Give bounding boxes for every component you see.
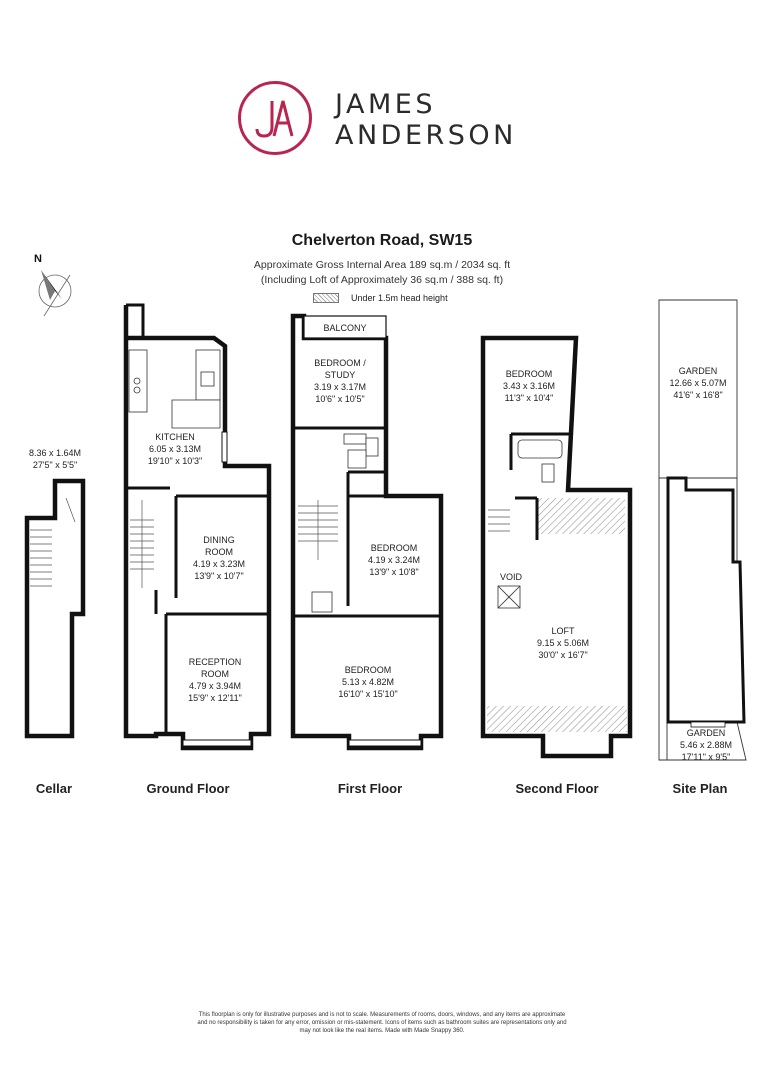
bedroom3-name: BEDROOM <box>345 665 392 675</box>
bedroom2-metric: 4.19 x 3.24M <box>368 555 420 565</box>
disclaimer: This floorplan is only for illustrative … <box>150 1011 614 1035</box>
study-name-1: BEDROOM / <box>314 358 366 368</box>
second-bedroom-metric: 3.43 x 3.16M <box>503 381 555 391</box>
loft-name: LOFT <box>551 626 575 636</box>
ground-floor-plan: KITCHEN 6.05 x 3.13M 19'10" x 10'3" DINI… <box>123 303 272 751</box>
floorplan-drawing: N 8.36 x 1.64M 27'5" x 5'5" <box>0 240 764 820</box>
logo-monogram <box>255 100 294 138</box>
reception-metric: 4.79 x 3.94M <box>189 681 241 691</box>
first-floor-plan: BALCONY BEDROOM / STUDY 3.19 x 3.17M 10'… <box>290 313 444 751</box>
brand-name-line2: ANDERSON <box>335 120 517 151</box>
loft-imperial: 30'0" x 16'7" <box>538 650 587 660</box>
disclaimer-line-3: may not look like the real items. Made w… <box>299 1028 465 1034</box>
dining-name-2: ROOM <box>205 547 233 557</box>
study-name-2: STUDY <box>325 370 356 380</box>
disclaimer-line-2: and no responsibility is taken for any e… <box>197 1020 567 1026</box>
kitchen-imperial: 19'10" x 10'3" <box>148 456 202 466</box>
bedroom3-imperial: 16'10" x 15'10" <box>338 689 397 699</box>
cellar-room-imperial: 27'5" x 5'5" <box>33 460 77 470</box>
garden-front-imperial: 17'11" x 9'5" <box>682 752 731 762</box>
garden-front-metric: 5.46 x 2.88M <box>680 740 732 750</box>
garden-front-name: GARDEN <box>687 728 726 738</box>
logo-circle <box>238 81 312 155</box>
second-floor-label: Second Floor <box>515 781 599 796</box>
cellar-room-metric: 8.36 x 1.64M <box>29 448 81 458</box>
disclaimer-line-1: This floorplan is only for illustrative … <box>198 1012 566 1018</box>
second-bedroom-imperial: 11'3" x 10'4" <box>505 393 554 403</box>
dining-metric: 4.19 x 3.23M <box>193 559 245 569</box>
reception-imperial: 15'9" x 12'11" <box>188 693 242 703</box>
site-plan: GARDEN 12.66 x 5.07M 41'6" x 16'8" GARDE… <box>658 299 747 762</box>
kitchen-name: KITCHEN <box>155 432 195 442</box>
hatch-swatch <box>313 293 339 303</box>
brand-logo: JAMES ANDERSON <box>238 78 513 168</box>
north-compass-icon: N <box>34 253 72 317</box>
dining-name-1: DINING <box>203 535 235 545</box>
cellar-plan: 8.36 x 1.64M 27'5" x 5'5" <box>24 448 86 739</box>
kitchen-metric: 6.05 x 3.13M <box>149 444 201 454</box>
study-imperial: 10'6" x 10'5" <box>315 394 364 404</box>
compass-n: N <box>34 253 42 265</box>
property-title: Chelverton Road, SW15 <box>291 232 473 249</box>
first-floor-label: First Floor <box>337 781 403 796</box>
second-bedroom-name: BEDROOM <box>506 369 553 379</box>
reception-name-2: ROOM <box>201 669 229 679</box>
site-plan-label: Site Plan <box>672 781 728 796</box>
bedroom2-name: BEDROOM <box>371 543 418 553</box>
void-label: VOID <box>500 572 523 582</box>
bedroom2-imperial: 13'9" x 10'8" <box>369 567 418 577</box>
gross-area: Approximate Gross Internal Area 189 sq.m… <box>253 259 511 271</box>
study-metric: 3.19 x 3.17M <box>314 382 366 392</box>
dining-imperial: 13'9" x 10'7" <box>194 571 243 581</box>
brand-name-line1: JAMES <box>335 89 436 120</box>
cellar-label: Cellar <box>35 781 73 796</box>
balcony-label: BALCONY <box>323 323 366 333</box>
second-floor-plan: BEDROOM 3.43 x 3.16M 11'3" x 10'4" VOID … <box>480 335 633 759</box>
loft-area: (Including Loft of Approximately 36 sq.m… <box>260 274 504 286</box>
garden-rear-metric: 12.66 x 5.07M <box>669 378 726 388</box>
legend-label: Under 1.5m head height <box>351 293 448 303</box>
garden-rear-name: GARDEN <box>679 366 718 376</box>
loft-metric: 9.15 x 5.06M <box>537 638 589 648</box>
garden-rear-imperial: 41'6" x 16'8" <box>673 390 722 400</box>
reception-name-1: RECEPTION <box>189 657 242 667</box>
ground-floor-label: Ground Floor <box>146 781 230 796</box>
bedroom3-metric: 5.13 x 4.82M <box>342 677 394 687</box>
legend: Under 1.5m head height <box>313 292 448 304</box>
